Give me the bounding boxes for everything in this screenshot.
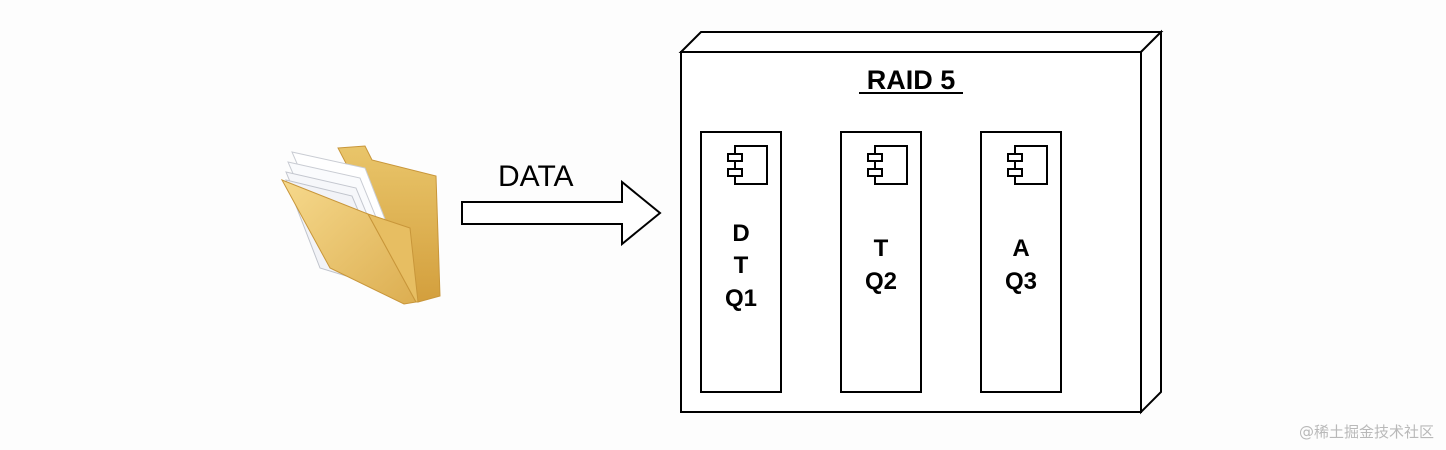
- disk-2-line-2: Q2: [865, 268, 897, 295]
- watermark: @稀土掘金技术社区: [1298, 423, 1434, 441]
- disk-3-line-1: A: [1012, 235, 1029, 262]
- arrow-label: DATA: [498, 160, 574, 193]
- folder-icon: [280, 145, 441, 305]
- component-icon: [727, 145, 768, 185]
- disk-3: A Q3: [980, 131, 1062, 393]
- disk-1-line-2: T: [734, 252, 749, 279]
- disk-1-line-3: Q1: [725, 285, 757, 312]
- raid-title: RAID 5: [867, 65, 956, 95]
- disk-1-line-1: D: [732, 220, 749, 247]
- data-flow-arrow: [461, 179, 662, 247]
- disk-2: T Q2: [840, 131, 922, 393]
- component-icon: [867, 145, 908, 185]
- disk-3-line-2: Q3: [1005, 268, 1037, 295]
- component-icon: [1007, 145, 1048, 185]
- disk-1: D T Q1: [700, 131, 782, 393]
- disk-2-line-1: T: [874, 235, 889, 262]
